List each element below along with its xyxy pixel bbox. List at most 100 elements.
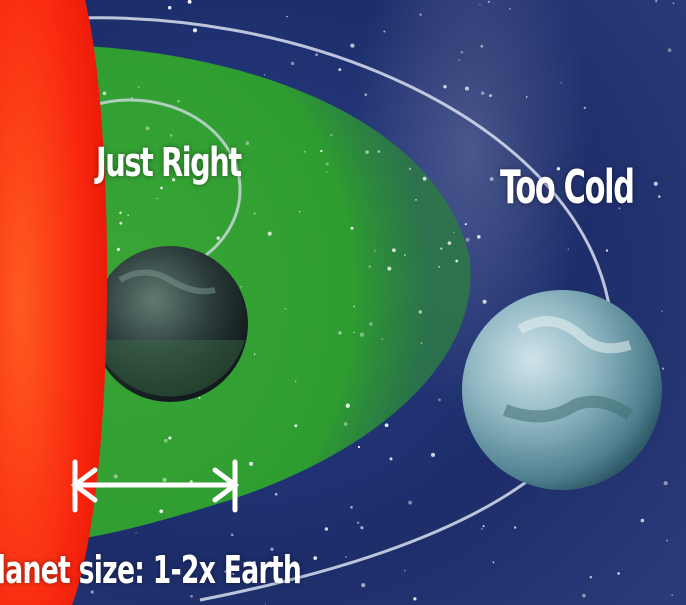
star-dot bbox=[419, 13, 422, 16]
planet-size-label: Planet size: 1-2x Earth bbox=[0, 548, 302, 592]
star-dot bbox=[583, 106, 586, 110]
star-dot bbox=[582, 593, 586, 598]
star-dot bbox=[168, 436, 172, 440]
star-dot bbox=[489, 94, 492, 98]
star-dot bbox=[131, 96, 133, 99]
star-dot bbox=[413, 597, 417, 601]
star-dot bbox=[274, 492, 278, 496]
star-dot bbox=[443, 85, 447, 89]
star-dot bbox=[116, 247, 121, 252]
star-dot bbox=[298, 211, 301, 213]
star-dot bbox=[447, 241, 452, 245]
star-dot bbox=[521, 192, 523, 195]
too-cold-label: Too Cold bbox=[500, 160, 635, 214]
star-dot bbox=[364, 93, 368, 97]
star-dot bbox=[360, 526, 364, 530]
star-dot bbox=[343, 422, 348, 426]
habitable-zone bbox=[60, 45, 471, 540]
star-dot bbox=[377, 150, 381, 153]
star-dot bbox=[403, 569, 406, 572]
star-dot bbox=[198, 396, 201, 399]
star-dot bbox=[189, 21, 192, 24]
star-dot bbox=[663, 481, 668, 486]
star-dot bbox=[455, 259, 459, 263]
star-dot bbox=[163, 438, 168, 443]
star-dot bbox=[119, 211, 122, 214]
star-dot bbox=[232, 573, 235, 575]
star-dot bbox=[216, 236, 220, 240]
star-dot bbox=[525, 96, 528, 98]
star-dot bbox=[667, 48, 672, 53]
star-dot bbox=[240, 286, 242, 288]
star-dot bbox=[267, 231, 272, 236]
star-dot bbox=[192, 28, 198, 33]
star-dot bbox=[480, 527, 483, 530]
star-dot bbox=[369, 322, 373, 326]
star-dot bbox=[253, 212, 256, 215]
star-dot bbox=[460, 50, 464, 54]
star-dot bbox=[294, 380, 297, 383]
red-star bbox=[0, 0, 108, 605]
star-dot bbox=[137, 86, 140, 88]
star-dot bbox=[365, 150, 369, 154]
star-dot bbox=[464, 223, 467, 226]
star-dot bbox=[618, 207, 621, 210]
star-dot bbox=[326, 171, 328, 173]
star-dot bbox=[487, 0, 490, 3]
star-dot bbox=[509, 7, 511, 10]
star-dot bbox=[492, 561, 495, 564]
star-dot bbox=[655, 0, 658, 3]
star-dot bbox=[171, 178, 176, 182]
star-dot bbox=[489, 177, 494, 181]
star-dot bbox=[338, 68, 342, 72]
star-dot bbox=[294, 424, 298, 428]
star-dot bbox=[315, 53, 319, 57]
star-dot bbox=[672, 2, 675, 4]
star-dot bbox=[102, 91, 107, 96]
star-dot bbox=[145, 126, 150, 131]
star-dot bbox=[263, 74, 266, 76]
star-dot bbox=[381, 338, 384, 341]
star-dot bbox=[200, 183, 202, 185]
star-dot bbox=[313, 556, 318, 560]
star-dot bbox=[374, 250, 376, 252]
star-dot bbox=[169, 134, 173, 137]
star-dot bbox=[481, 91, 485, 95]
star-dot bbox=[359, 332, 364, 337]
star-dot bbox=[189, 480, 193, 484]
star-dot bbox=[480, 44, 484, 48]
star-dot bbox=[361, 583, 366, 588]
star-dot bbox=[418, 310, 423, 314]
star-dot bbox=[248, 577, 250, 580]
star-dot bbox=[290, 61, 295, 66]
star-dot bbox=[135, 532, 137, 534]
star-dot bbox=[465, 237, 470, 242]
star-dot bbox=[286, 15, 288, 18]
star-dot bbox=[387, 266, 392, 271]
star-dot bbox=[284, 308, 287, 310]
star-dot bbox=[653, 181, 658, 186]
star-dot bbox=[640, 518, 645, 523]
star-dot bbox=[324, 527, 329, 531]
star-dot bbox=[122, 154, 126, 157]
star-dot bbox=[430, 452, 436, 457]
star-dot bbox=[249, 461, 254, 466]
star-dot bbox=[245, 141, 250, 145]
star-dot bbox=[167, 5, 172, 10]
star-dot bbox=[113, 474, 118, 479]
star-dot bbox=[127, 214, 130, 217]
star-dot bbox=[482, 525, 485, 528]
star-dot bbox=[264, 603, 267, 605]
star-dot bbox=[325, 162, 329, 166]
star-dot bbox=[252, 561, 256, 565]
star-dot bbox=[567, 248, 570, 251]
star-dot bbox=[661, 367, 665, 370]
star-dot bbox=[392, 248, 396, 253]
cold-planet bbox=[462, 290, 662, 490]
star-dot bbox=[357, 445, 361, 449]
star-dot bbox=[464, 86, 470, 91]
just-right-label: Just Right bbox=[96, 140, 242, 186]
star-dot bbox=[353, 331, 355, 334]
star-dot bbox=[119, 221, 123, 225]
star-dot bbox=[422, 176, 427, 181]
